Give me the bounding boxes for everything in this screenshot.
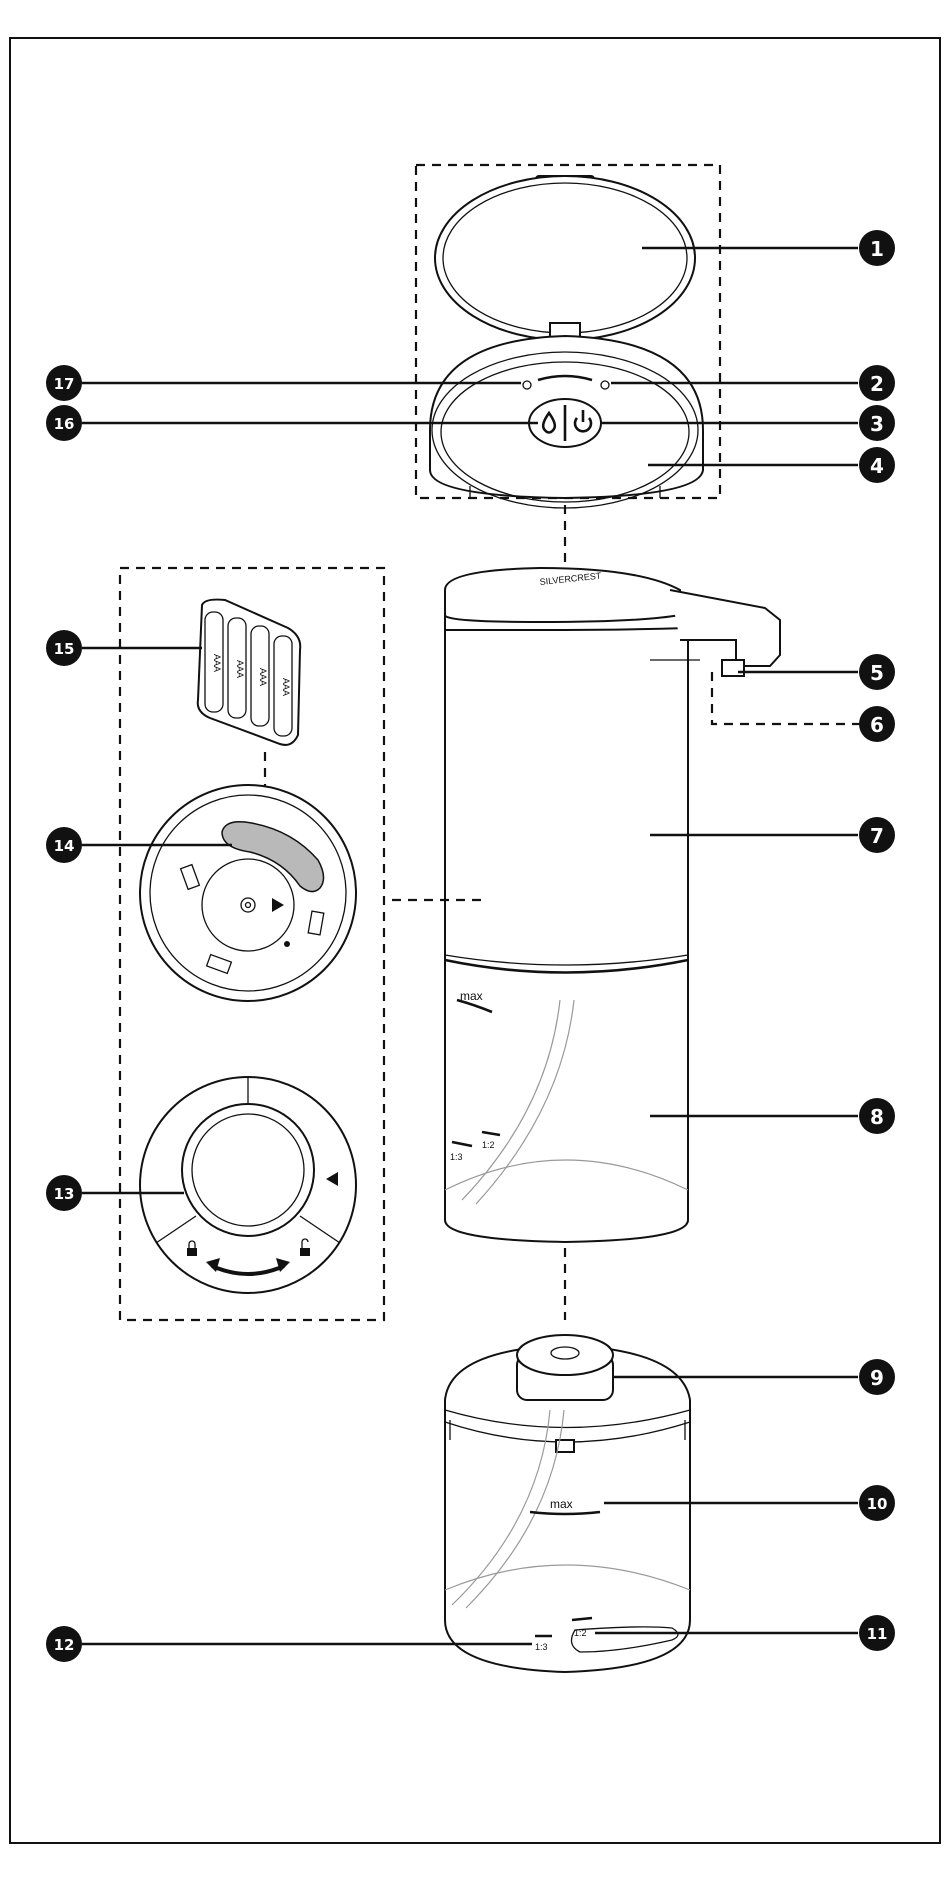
callout-7-label: 7 [870,824,884,848]
max-marking-upper: max [460,989,483,1003]
connector-sensor [712,672,880,724]
dispenser-body: max 1:3 1:2 SILVERCREST [445,568,780,1242]
callout-4: 4 [859,447,895,483]
callout-3: 3 [859,405,895,441]
ratio-1-3-marking-upper: 1:3 [450,1152,463,1162]
callout-8-label: 8 [870,1105,884,1129]
base-underside [140,785,356,1001]
callout-16: 16 [46,405,82,441]
battery-label-1: AAA [212,654,222,672]
callout-9-label: 9 [870,1366,884,1390]
battery-pack: AAA AAA AAA AAA [198,600,301,745]
callout-13: 13 [46,1175,82,1211]
callout-1: 1 [859,230,895,266]
callout-7: 7 [859,817,895,853]
callout-11: 11 [859,1615,895,1651]
callout-1-label: 1 [870,237,884,261]
callout-14-label: 14 [54,837,75,855]
callout-9: 9 [859,1359,895,1395]
battery-label-3: AAA [258,668,268,686]
callout-8: 8 [859,1098,895,1134]
callout-17: 17 [46,365,82,401]
callout-5-label: 5 [870,661,884,685]
callout-5: 5 [859,654,895,690]
callout-6-label: 6 [870,713,884,737]
callout-2: 2 [859,365,895,401]
callout-10: 10 [859,1485,895,1521]
callout-15-label: 15 [54,640,75,658]
callout-12-label: 12 [54,1636,75,1654]
max-marking-lower: max [550,1497,573,1511]
callout-11-label: 11 [867,1625,888,1643]
callout-14: 14 [46,827,82,863]
callout-12: 12 [46,1626,82,1662]
ratio-1-2-marking-lower: 1:2 [574,1628,587,1638]
callout-15: 15 [46,630,82,666]
lid-cover [435,176,695,340]
battery-label-2: AAA [235,660,245,678]
battery-label-4: AAA [281,678,291,696]
callout-6: 6 [859,706,895,742]
base-lock-ring [140,1077,356,1293]
callout-3-label: 3 [870,412,884,436]
callout-4-label: 4 [870,454,884,478]
callout-10-label: 10 [867,1495,888,1513]
callout-16-label: 16 [54,415,75,433]
nozzle [722,660,744,676]
callout-17-label: 17 [54,375,75,393]
callout-13-label: 13 [54,1185,75,1203]
ratio-1-3-marking-lower: 1:3 [535,1642,548,1652]
ratio-1-2-marking-upper: 1:2 [482,1140,495,1150]
callout-2-label: 2 [870,372,884,396]
